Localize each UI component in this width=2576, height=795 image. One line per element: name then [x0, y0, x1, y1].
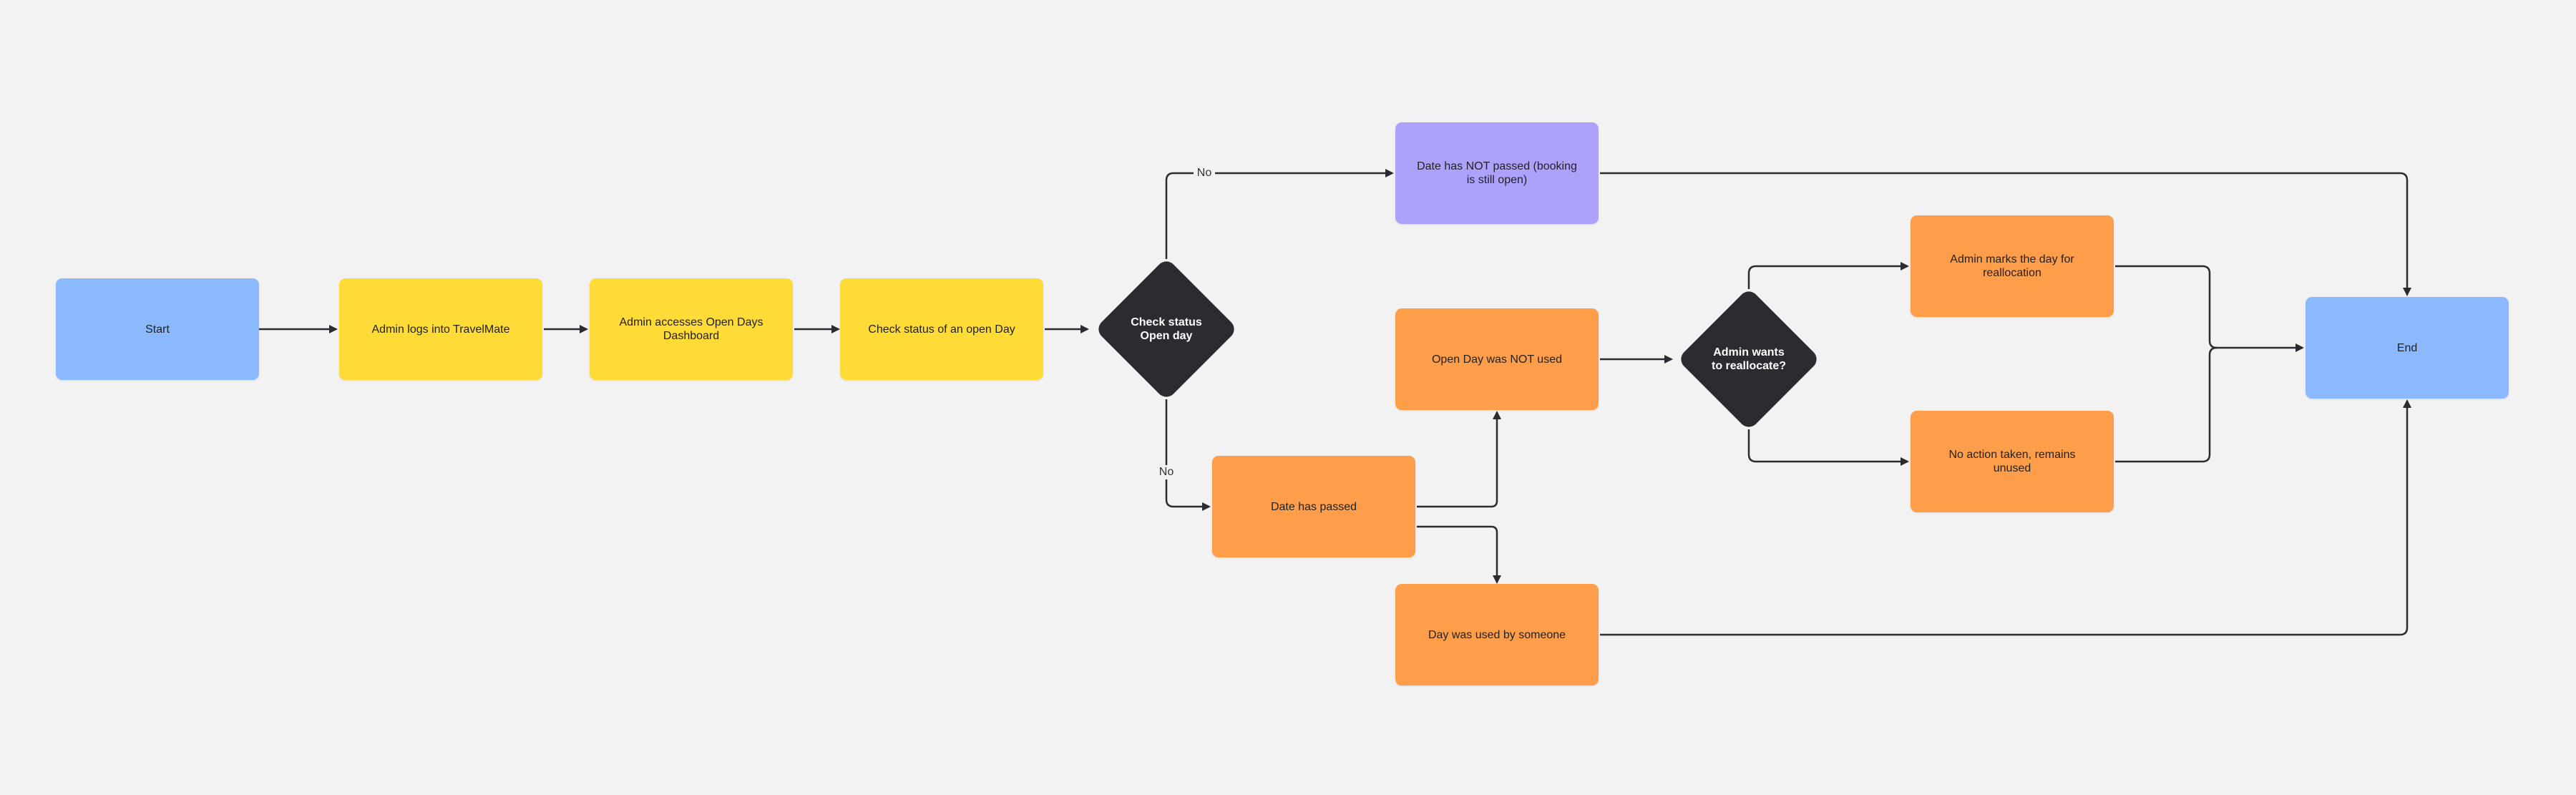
start-node-label: Start — [145, 323, 170, 336]
edge-decision-mark — [1747, 262, 1909, 289]
edge-not-passed-end — [1600, 172, 2411, 296]
check-open-day-node-label: Check status of an open Day — [868, 323, 1015, 336]
mark-reallocation-node-label: Admin marks the day for reallocation — [1950, 253, 2074, 279]
edge-date-passed-not-used — [1417, 411, 1501, 508]
check-open-day-node: Check status of an open Day — [840, 278, 1043, 380]
edge-used-end — [1600, 399, 2411, 636]
edge-decision-date-passed — [1165, 399, 1211, 511]
not-used-node: Open Day was NOT used — [1395, 308, 1599, 410]
edge-decision-no-action — [1747, 429, 1909, 466]
not-used-node-label: Open Day was NOT used — [1431, 353, 1562, 366]
edge-decision-not-passed — [1165, 169, 1394, 259]
dashboard-node-label: Admin accesses Open Days Dashboard — [619, 316, 763, 342]
login-node-label: Admin logs into TravelMate — [371, 323, 510, 336]
edge-date-passed-used — [1417, 525, 1501, 584]
edge-no-action-end — [2115, 346, 2218, 463]
reallocate-decision-label: Admin wants to reallocate? — [1711, 346, 1787, 372]
mark-reallocation-node: Admin marks the day for reallocation — [1911, 215, 2114, 317]
not-passed-node: Date has NOT passed (booking is still op… — [1395, 122, 1599, 224]
dashboard-node: Admin accesses Open Days Dashboard — [590, 278, 793, 380]
edge-mark-end — [2115, 265, 2304, 352]
used-by-someone-node: Day was used by someone — [1395, 584, 1599, 686]
login-node: Admin logs into TravelMate — [339, 278, 542, 380]
date-passed-node: Date has passed — [1212, 456, 1415, 557]
start-node: Start — [56, 278, 259, 380]
no-action-node-label: No action taken, remains unused — [1948, 449, 2076, 474]
end-node-label: End — [2396, 341, 2418, 354]
used-by-someone-node-label: Day was used by someone — [1428, 628, 1566, 641]
no-action-node: No action taken, remains unused — [1911, 411, 2114, 512]
status-decision-label: Check status Open day — [1131, 316, 1202, 342]
not-passed-node-label: Date has NOT passed (booking is still op… — [1417, 160, 1577, 186]
edge-label-not-passed: No — [1194, 166, 1215, 180]
end-node: End — [2306, 297, 2509, 399]
edge-label-date-passed: No — [1155, 465, 1178, 479]
date-passed-node-label: Date has passed — [1270, 500, 1357, 513]
